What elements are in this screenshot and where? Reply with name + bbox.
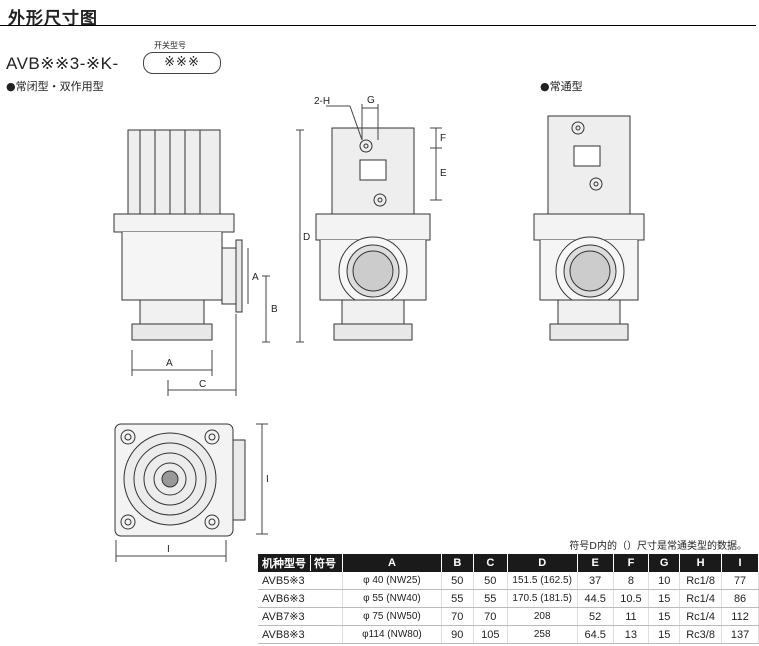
cell-g: 10 [648, 572, 681, 590]
cell-c: 50 [473, 572, 508, 590]
cell-c: 105 [473, 625, 508, 644]
cell-i: 112 [721, 607, 759, 626]
cell-f: 8 [613, 572, 650, 590]
header-f: F [613, 554, 650, 572]
cell-b: 90 [441, 625, 475, 644]
table-row: AVB8※3 φ114 (NW80) 90 105 258 64.5 13 15… [258, 625, 759, 644]
cell-a: φ 55 (NW40) [342, 589, 442, 608]
cell-e: 37 [577, 572, 614, 590]
dim-label-f: F [440, 133, 446, 144]
title-rule [0, 25, 756, 26]
cell-d: 170.5 (181.5) [507, 589, 578, 608]
cell-b: 55 [441, 589, 475, 608]
dimension-table: 机种型号符号 A B C D E F G H I AVB5※3 φ 40 (NW… [258, 554, 759, 644]
cell-g: 15 [648, 589, 681, 608]
cell-e: 44.5 [577, 589, 614, 608]
side-view [113, 129, 243, 341]
cell-d: 208 [507, 607, 578, 626]
table-row: AVB5※3 φ 40 (NW25) 50 50 151.5 (162.5) 3… [258, 572, 759, 590]
cell-h: Rc1/4 [679, 589, 723, 608]
cell-g: 15 [648, 625, 681, 644]
bottom-view-dimensions [115, 423, 268, 562]
header-a: A [342, 554, 442, 572]
switch-label: 开关型号 [154, 41, 186, 50]
cell-b: 50 [441, 572, 475, 590]
cell-i: 137 [721, 625, 759, 644]
cell-a: φ114 (NW80) [342, 625, 442, 644]
cell-h: Rc1/8 [679, 572, 723, 590]
header-d: D [507, 554, 578, 572]
cell-model: AVB7※3 [258, 607, 344, 626]
switch-code: ※※※ [143, 52, 221, 74]
table-note: 符号D内的（）尺寸是常通类型的数据。 [569, 541, 747, 552]
cell-c: 55 [473, 589, 508, 608]
table-row: AVB6※3 φ 55 (NW40) 55 55 170.5 (181.5) 4… [258, 589, 759, 608]
cell-e: 64.5 [577, 625, 614, 644]
normally-open-view [533, 115, 645, 341]
dim-label-i-side: I [266, 474, 269, 485]
side-view-dimensions [131, 129, 304, 396]
cell-model: AVB6※3 [258, 589, 344, 608]
dim-label-a: A [166, 358, 173, 369]
cell-e: 52 [577, 607, 614, 626]
caption-normally-open: ●常通型 [540, 80, 583, 93]
dim-label-i-bottom: I [167, 544, 170, 555]
cell-b: 70 [441, 607, 475, 626]
cell-h: Rc1/4 [679, 607, 723, 626]
cell-i: 86 [721, 589, 759, 608]
header-e: E [577, 554, 614, 572]
front-view-dimensions [326, 104, 442, 201]
dim-label-b: B [271, 304, 278, 315]
cell-model: AVB5※3 [258, 572, 344, 590]
cell-a: φ 75 (NW50) [342, 607, 442, 626]
dim-label-g: G [367, 95, 375, 106]
table-row: AVB7※3 φ 75 (NW50) 70 70 208 52 11 15 Rc… [258, 607, 759, 626]
cell-d: 258 [507, 625, 578, 644]
header-g: G [648, 554, 681, 572]
caption-normally-closed: ●常闭型・双作用型 [6, 80, 104, 93]
page-title: 外形尺寸图 [8, 9, 98, 29]
table-header-row: 机种型号符号 A B C D E F G H I [258, 554, 759, 572]
cell-g: 15 [648, 607, 681, 626]
dim-label-h: 2-H [314, 96, 330, 107]
header-h: H [679, 554, 723, 572]
cell-f: 11 [613, 607, 650, 626]
header-model-symbol: 机种型号符号 [258, 554, 344, 572]
cell-c: 70 [473, 607, 508, 626]
dim-label-c: C [199, 379, 206, 390]
header-c: C [473, 554, 508, 572]
cell-d: 151.5 (162.5) [507, 572, 578, 590]
cell-f: 10.5 [613, 589, 650, 608]
bottom-view [114, 423, 246, 537]
dim-label-a-side: A [252, 272, 259, 283]
cell-i: 77 [721, 572, 759, 590]
cell-model: AVB8※3 [258, 625, 344, 644]
header-b: B [441, 554, 475, 572]
front-view [315, 127, 431, 341]
dim-label-e: E [440, 168, 447, 179]
cell-h: Rc3/8 [679, 625, 723, 644]
header-i: I [721, 554, 759, 572]
model-code: AVB※※3-※K- [6, 54, 119, 73]
cell-f: 13 [613, 625, 650, 644]
dim-label-d: D [303, 232, 310, 243]
cell-a: φ 40 (NW25) [342, 572, 442, 590]
